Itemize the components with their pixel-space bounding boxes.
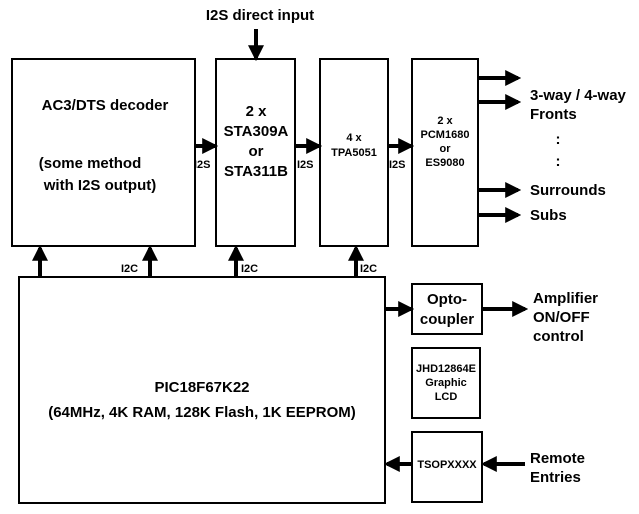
continuation-dots-2: : [556,153,561,170]
lcd-line-3: LCD [435,391,458,403]
i2c-label-3: I2C [360,263,377,275]
opto-block [411,283,483,335]
opto-line-1: Opto- [427,291,467,308]
mcu-specs: (64MHz, 4K RAM, 128K Flash, 1K EEPROM) [48,404,356,421]
dac-line-1: 2 x [437,115,453,127]
dac-line-2: PCM1680 [421,129,470,141]
direct-input-label: I2S direct input [206,7,314,24]
dac-line-4: ES9080 [425,157,464,169]
decoder-note-1: (some method [39,155,142,172]
continuation-dots-1: : [556,131,561,148]
ir-block [411,431,483,503]
i2s-label-3: I2S [389,159,406,171]
fronts-label-1: 3-way / 4-way [530,87,627,104]
ir-label: TSOPXXXX [417,459,477,471]
sta-block [215,58,296,247]
surrounds-label: Surrounds [530,182,606,199]
opto-line-2: coupler [420,311,474,328]
i2s-label-2: I2S [297,159,314,171]
subs-label: Subs [530,207,567,224]
amp-line-3: control [533,328,584,345]
i2s-label-1: I2S [194,159,211,171]
sta-line-1: 2 x [246,103,268,120]
remote-line-1: Remote [530,450,585,467]
sta-line-4: STA311B [224,163,288,180]
amp-line-2: ON/OFF [533,309,590,326]
sta-line-2: STA309A [224,123,289,140]
amp-line-1: Amplifier [533,290,598,307]
mcu-name: PIC18F67K22 [154,379,249,396]
sta-line-3: or [249,143,264,160]
fronts-label-2: Fronts [530,106,577,123]
decoder-block [11,58,196,247]
i2c-label-1: I2C [121,263,138,275]
remote-line-2: Entries [530,469,581,486]
decoder-title: AC3/DTS decoder [42,97,169,114]
dac-line-3: or [440,143,452,155]
decoder-note-2: with I2S output) [43,177,156,194]
tpa-line-1: 4 x [346,132,362,144]
tpa-block [319,58,389,247]
lcd-block [411,347,481,419]
lcd-line-1: JHD12864E [416,363,476,375]
dac-block [411,58,479,247]
tpa-line-2: TPA5051 [331,147,377,159]
i2c-label-2: I2C [241,263,258,275]
mcu-block [18,276,386,504]
lcd-line-2: Graphic [425,377,467,389]
